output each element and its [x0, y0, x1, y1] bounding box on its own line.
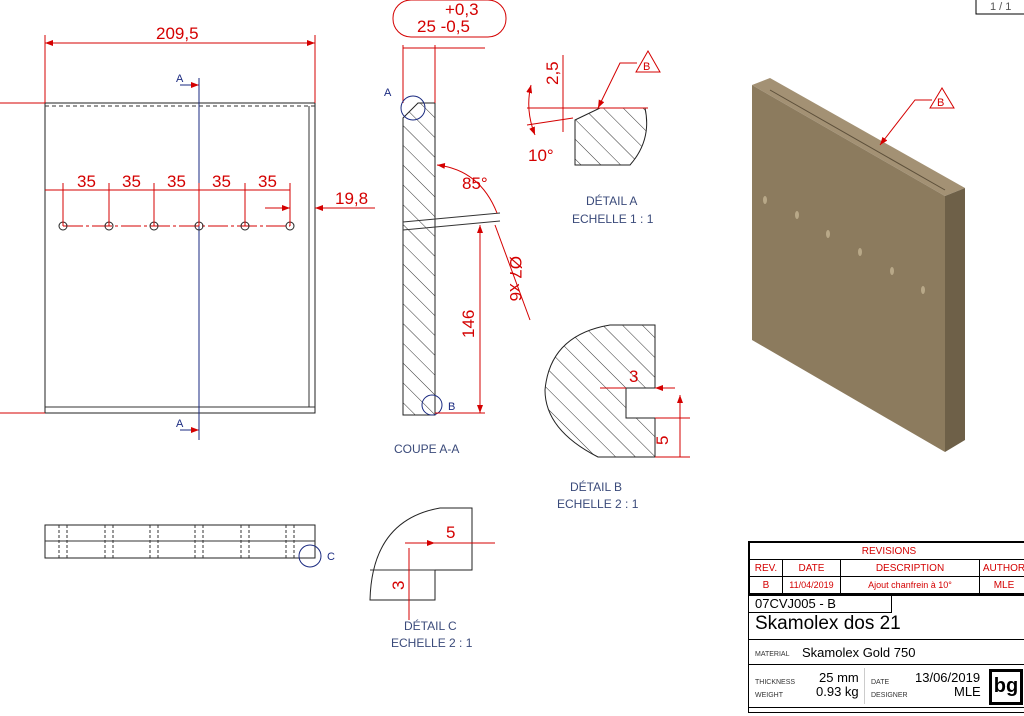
detail-b-height-dim: 5 — [653, 436, 672, 445]
date-label: DATE — [871, 679, 889, 686]
company-logo: bg — [989, 669, 1023, 705]
designer-label: DESIGNER — [871, 692, 908, 699]
detail-a-scale: ECHELLE 1 : 1 — [572, 212, 654, 226]
spacing-dim-4: 35 — [212, 172, 231, 191]
rev-description: Ajout chanfrein à 10° — [841, 577, 980, 594]
revision-marker-iso: B — [937, 97, 944, 109]
iso-view: B — [752, 78, 965, 452]
material-value: Skamolex Gold 750 — [802, 645, 915, 660]
section-caption: COUPE A-A — [394, 442, 459, 456]
section-label-top: A — [176, 73, 184, 85]
material-label: MATERIAL — [755, 651, 790, 658]
part-name: Skamolex dos 21 — [755, 613, 901, 635]
title-block: REVISIONS REV. DATE DESCRIPTION AUTHOR B… — [748, 541, 1024, 713]
detail-b-title: DÉTAIL B — [570, 479, 622, 494]
detail-c-marker: C — [327, 551, 335, 563]
angle-85: 85° — [462, 174, 488, 193]
revision-marker-a: B — [643, 61, 650, 73]
height-dim-146: 146 — [459, 310, 478, 338]
chamfer-angle: 10° — [528, 146, 554, 165]
rev-author: MLE — [980, 577, 1024, 594]
bottom-view: C — [45, 525, 335, 567]
rev-value: B — [750, 577, 783, 594]
detail-c: 5 3 DÉTAIL C ECHELLE 2 : 1 — [370, 508, 495, 650]
designer-value: MLE — [954, 684, 981, 699]
header-description: DESCRIPTION — [841, 560, 980, 577]
header-rev: REV. — [750, 560, 783, 577]
spacing-dim-5: 35 — [258, 172, 277, 191]
spacing-dim-1: 35 — [77, 172, 96, 191]
section-label-bottom: A — [176, 418, 184, 430]
weight-label: WEIGHT — [755, 692, 783, 699]
date-value: 13/06/2019 — [915, 670, 980, 685]
edge-dimension: 19,8 — [335, 189, 368, 208]
header-date: DATE — [783, 560, 841, 577]
spacing-dim-2: 35 — [122, 172, 141, 191]
hole-spec: Ø7 x6 — [506, 256, 525, 301]
section-view: +0,3 25 -0,5 A B 85° 146 Ø7 x6 COUPE A-A — [384, 0, 530, 456]
detail-c-height-dim: 3 — [389, 581, 408, 590]
spacing-dim-3: 35 — [167, 172, 186, 191]
weight-value: 0.93 kg — [816, 684, 859, 699]
width-dimension: 209,5 — [156, 24, 199, 43]
revisions-title: REVISIONS — [750, 543, 1024, 560]
detail-a-marker: A — [384, 87, 392, 99]
thickness-value: 25 mm — [819, 670, 859, 685]
detail-b-marker: B — [448, 401, 455, 413]
rev-date: 11/04/2019 — [783, 577, 841, 594]
tolerance-lower: 25 -0,5 — [417, 17, 470, 36]
detail-b: 3 5 DÉTAIL B ECHELLE 2 : 1 — [545, 325, 690, 511]
revision-row: B 11/04/2019 Ajout chanfrein à 10° MLE — [750, 577, 1024, 594]
thickness-label: THICKNESS — [755, 679, 795, 686]
chamfer-depth-dim: 2,5 — [543, 61, 562, 85]
page-number: 1 / 1 — [990, 1, 1011, 13]
detail-a: 2,5 10° B DÉTAIL A ECHELLE 1 : 1 — [527, 51, 660, 226]
front-view: A A 209,5 35 35 35 35 35 19,8 — [0, 24, 375, 440]
header-author: AUTHOR — [980, 560, 1024, 577]
detail-a-title: DÉTAIL A — [586, 193, 637, 208]
detail-c-width-dim: 5 — [446, 523, 455, 542]
part-number: 07CVJ005 - B — [749, 596, 892, 613]
detail-b-width-dim: 3 — [629, 367, 638, 386]
detail-c-title: DÉTAIL C — [404, 618, 457, 633]
revisions-table: REVISIONS REV. DATE DESCRIPTION AUTHOR B… — [749, 542, 1024, 594]
panel-outline — [45, 103, 315, 413]
detail-b-scale: ECHELLE 2 : 1 — [557, 497, 639, 511]
detail-c-scale: ECHELLE 2 : 1 — [391, 636, 473, 650]
